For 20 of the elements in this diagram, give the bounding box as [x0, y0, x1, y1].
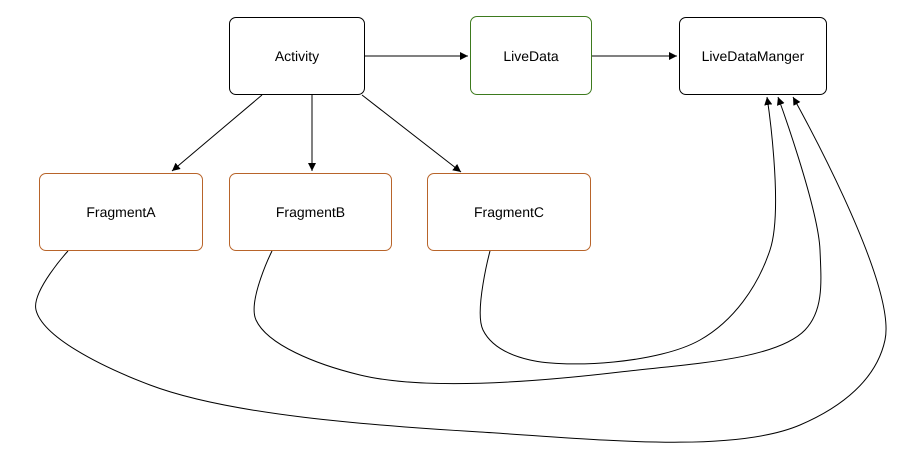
process-box: [229, 173, 392, 251]
node-label: LiveData: [503, 48, 559, 64]
arrow: [308, 94, 316, 172]
arrow: [362, 94, 462, 172]
node-label: FragmentC: [474, 204, 544, 220]
process-box: [427, 173, 591, 251]
process-box: [679, 17, 827, 95]
process-box: [470, 16, 592, 95]
arrow: [364, 52, 468, 60]
process-box: [229, 17, 365, 95]
node-label: FragmentB: [276, 204, 346, 220]
node-label: Activity: [274, 48, 320, 64]
process-box: [39, 173, 203, 251]
arrow: [35, 96, 886, 443]
arrow: [592, 52, 678, 60]
arrow: [254, 96, 822, 384]
node-label: FragmentA: [86, 204, 156, 220]
node-label: LiveDataManger: [702, 48, 804, 64]
arrow: [172, 94, 262, 172]
arrow: [480, 96, 776, 364]
